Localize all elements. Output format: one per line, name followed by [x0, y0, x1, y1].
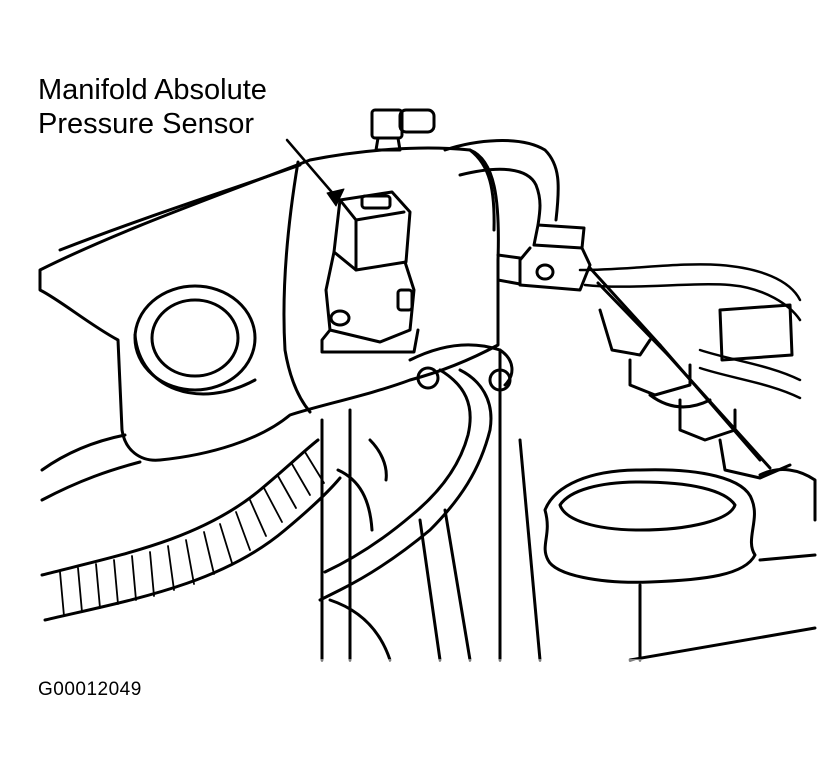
callout-label-line-2: Pressure Sensor	[38, 108, 254, 140]
oil-filler-cap	[543, 468, 817, 584]
fuel-injectors	[598, 308, 792, 480]
map-sensor	[320, 190, 420, 354]
throttle-port	[133, 284, 257, 396]
vacuum-fitting	[370, 108, 436, 152]
vacuum-hose	[443, 139, 592, 292]
figure-id: G00012049	[38, 679, 142, 700]
wiring-harness	[578, 263, 802, 470]
callout-arrow	[285, 138, 345, 207]
callout-label-line-1: Manifold Absolute	[38, 74, 267, 106]
corrugated-conduit	[40, 438, 342, 622]
intake-plenum	[38, 146, 500, 462]
engine-block	[40, 348, 817, 662]
